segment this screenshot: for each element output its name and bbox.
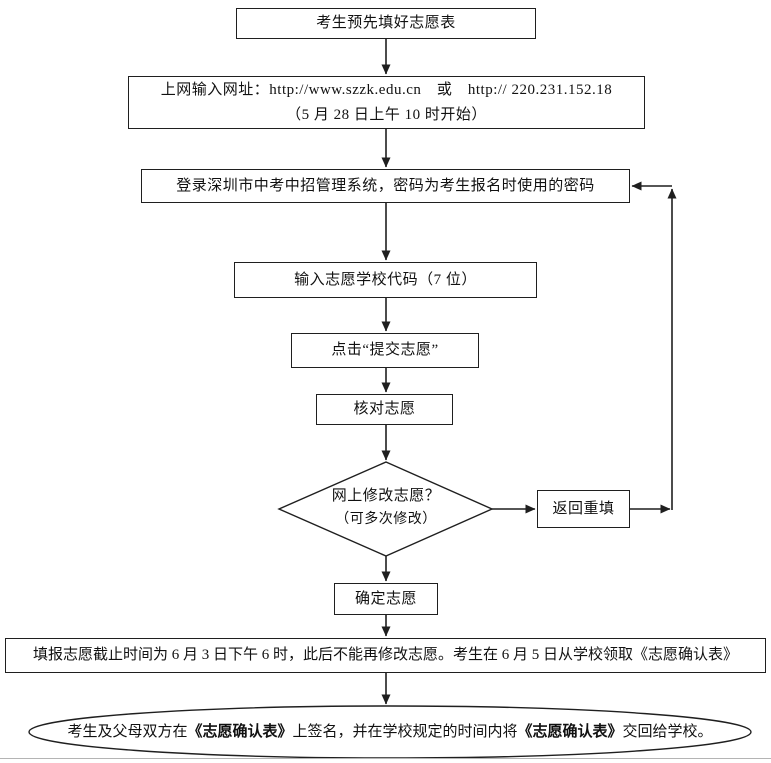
node-return-refill: 返回重填 [537, 490, 630, 528]
node-deadline-notice: 填报志愿截止时间为 6 月 3 日下午 6 时，此后不能再修改志愿。考生在 6 … [5, 638, 766, 673]
node-prepare-form: 考生预先填好志愿表 [236, 8, 536, 39]
node-confirm-choices-label: 确定志愿 [354, 590, 417, 607]
node-sign-and-return-label: 考生及父母双方在《志愿确认表》上签名，并在学校规定的时间内将《志愿确认表》交回给… [67, 722, 712, 742]
node-enter-url-line2: （5 月 28 日上午 10 时开始） [286, 106, 487, 123]
node-return-refill-label: 返回重填 [552, 500, 615, 517]
node-prepare-label: 考生预先填好志愿表 [316, 15, 456, 32]
node-verify-choices-label: 核对志愿 [353, 401, 416, 418]
node-login-label: 登录深圳市中考中招管理系统，密码为考生报名时使用的密码 [176, 177, 595, 194]
sign-text-post: 交回给学校。 [622, 723, 713, 740]
node-enter-school-code-label: 输入志愿学校代码（7 位） [294, 271, 477, 288]
node-decision-line1: 网上修改志愿？ [331, 488, 441, 504]
node-verify-choices: 核对志愿 [316, 394, 453, 425]
node-click-submit: 点击“提交志愿” [291, 333, 479, 368]
node-deadline-label: 填报志愿截止时间为 6 月 3 日下午 6 时，此后不能再修改志愿。考生在 6 … [32, 647, 738, 664]
sign-text-pre: 考生及父母双方在 [67, 723, 188, 740]
node-click-submit-label: 点击“提交志愿” [331, 342, 439, 359]
node-decision-line2: （可多次修改） [335, 512, 437, 527]
sign-text-bold2: 《志愿确认表》 [517, 723, 623, 740]
node-decision-modify: 网上修改志愿？ （可多次修改） [279, 478, 493, 538]
node-sign-and-return: 考生及父母双方在《志愿确认表》上签名，并在学校规定的时间内将《志愿确认表》交回给… [40, 718, 740, 746]
sign-text-mid: 上签名，并在学校规定的时间内将 [292, 723, 518, 740]
node-login-system: 登录深圳市中考中招管理系统，密码为考生报名时使用的密码 [141, 169, 630, 203]
page-bottom-rule [0, 758, 771, 759]
decision-diamond-shape [277, 461, 494, 557]
node-confirm-choices: 确定志愿 [334, 583, 438, 615]
sign-text-bold1: 《志愿确认表》 [187, 723, 293, 740]
node-enter-url: 上网输入网址：http://www.szzk.edu.cn 或 http:// … [128, 76, 645, 129]
node-enter-url-line1: 上网输入网址：http://www.szzk.edu.cn 或 http:// … [160, 81, 613, 98]
node-enter-school-code: 输入志愿学校代码（7 位） [234, 262, 537, 298]
